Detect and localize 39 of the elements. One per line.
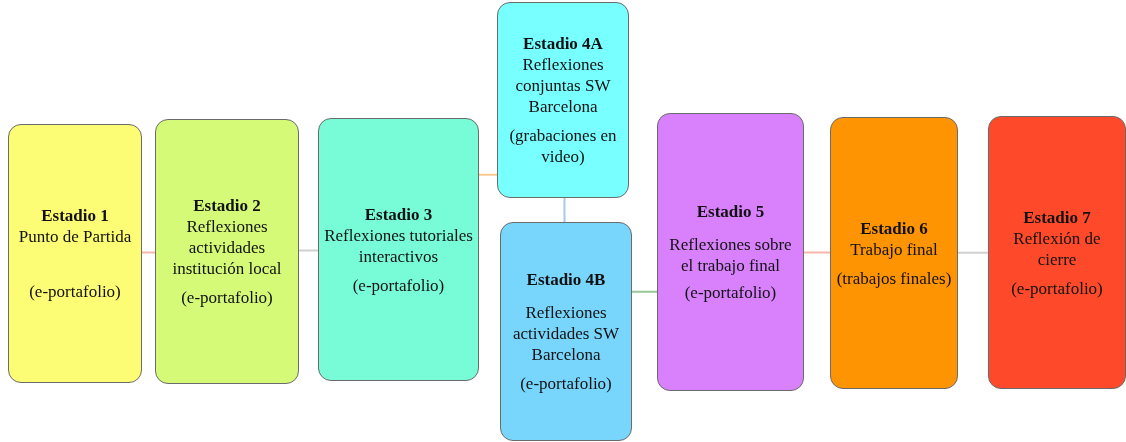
stage-title: Estadio 4B — [526, 269, 606, 290]
stage-note: (trabajos finales) — [836, 267, 952, 289]
stage-title: Estadio 7 — [1023, 206, 1091, 228]
stage-note: (e-portafolio) — [181, 287, 273, 308]
stage-box — [497, 2, 629, 198]
stage-note: (e-portafolio) — [684, 282, 777, 303]
stage-note: (grabaciones en video) — [508, 125, 618, 167]
stage-description: Reflexiones actividades SW Barcelona — [511, 302, 621, 365]
stage-description: Reflexiones sobre el trabajo final — [668, 234, 793, 276]
stage-box — [988, 116, 1126, 389]
stage-title: Estadio 1 — [41, 205, 109, 226]
stage-description: Reflexión de cierre — [1012, 227, 1102, 270]
stage-title: Estadio 3 — [364, 203, 433, 225]
connector-line — [298, 249, 319, 252]
connector-line — [957, 251, 989, 254]
stage-box — [830, 117, 958, 389]
stage-description: Punto de Partida — [18, 226, 132, 247]
stage-note: (e-portafolio) — [1011, 277, 1103, 299]
connector-line — [803, 251, 831, 254]
connector-line — [141, 251, 156, 254]
stage-box — [657, 113, 804, 391]
stage-box — [155, 119, 299, 384]
stage-title: Estadio 5 — [696, 201, 765, 222]
stage-box — [500, 222, 632, 441]
connector-line — [631, 290, 658, 293]
stage-description: Reflexiones actividades institución local — [171, 216, 283, 279]
stage-note: (e-portafolio) — [29, 281, 121, 302]
stage-title: Estadio 6 — [860, 217, 928, 239]
stage-description: Reflexiones conjuntas SW Barcelona — [514, 54, 612, 117]
stage-note: (e-portafolio) — [520, 373, 612, 394]
stage-title: Estadio 4A — [523, 33, 603, 54]
stage-box — [8, 124, 142, 383]
connector-line — [563, 197, 566, 223]
stage-description: Reflexiones tutoriales interactivos — [323, 224, 474, 267]
stage-box — [318, 118, 479, 381]
stage-description: Trabajo final — [850, 238, 938, 260]
stage-note: (e-portafolio) — [352, 274, 445, 296]
connector-line — [478, 173, 498, 176]
stage-title: Estadio 2 — [193, 195, 261, 216]
